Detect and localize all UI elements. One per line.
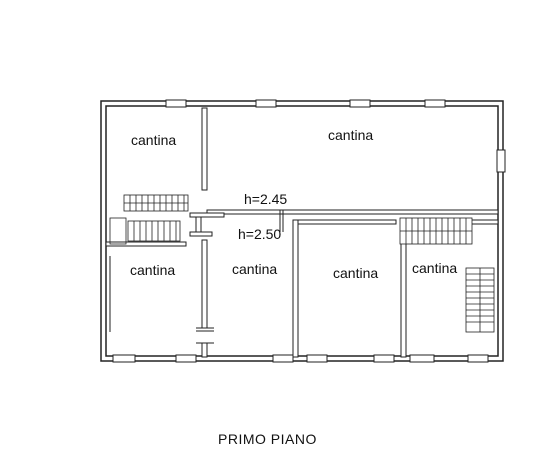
room-label-top: cantina: [328, 127, 373, 143]
room-label-right: cantina: [333, 265, 378, 281]
doors: [109, 210, 284, 344]
staircase-right-lower: [465, 267, 495, 333]
staircase-right-upper: [399, 217, 473, 245]
room-label-far-right: cantina: [412, 260, 457, 276]
height-label-lower: h=2.50: [238, 226, 281, 242]
outer-walls: [100, 100, 504, 362]
room-label-top-left: cantina: [131, 132, 176, 148]
room-label-left: cantina: [130, 262, 175, 278]
staircase-left-upper: [123, 194, 189, 212]
floor-title: PRIMO PIANO: [218, 431, 317, 447]
room-label-center: cantina: [232, 261, 277, 277]
windows: [112, 99, 506, 363]
height-label-upper: h=2.45: [244, 191, 287, 207]
staircase-left-lower: [109, 217, 181, 245]
